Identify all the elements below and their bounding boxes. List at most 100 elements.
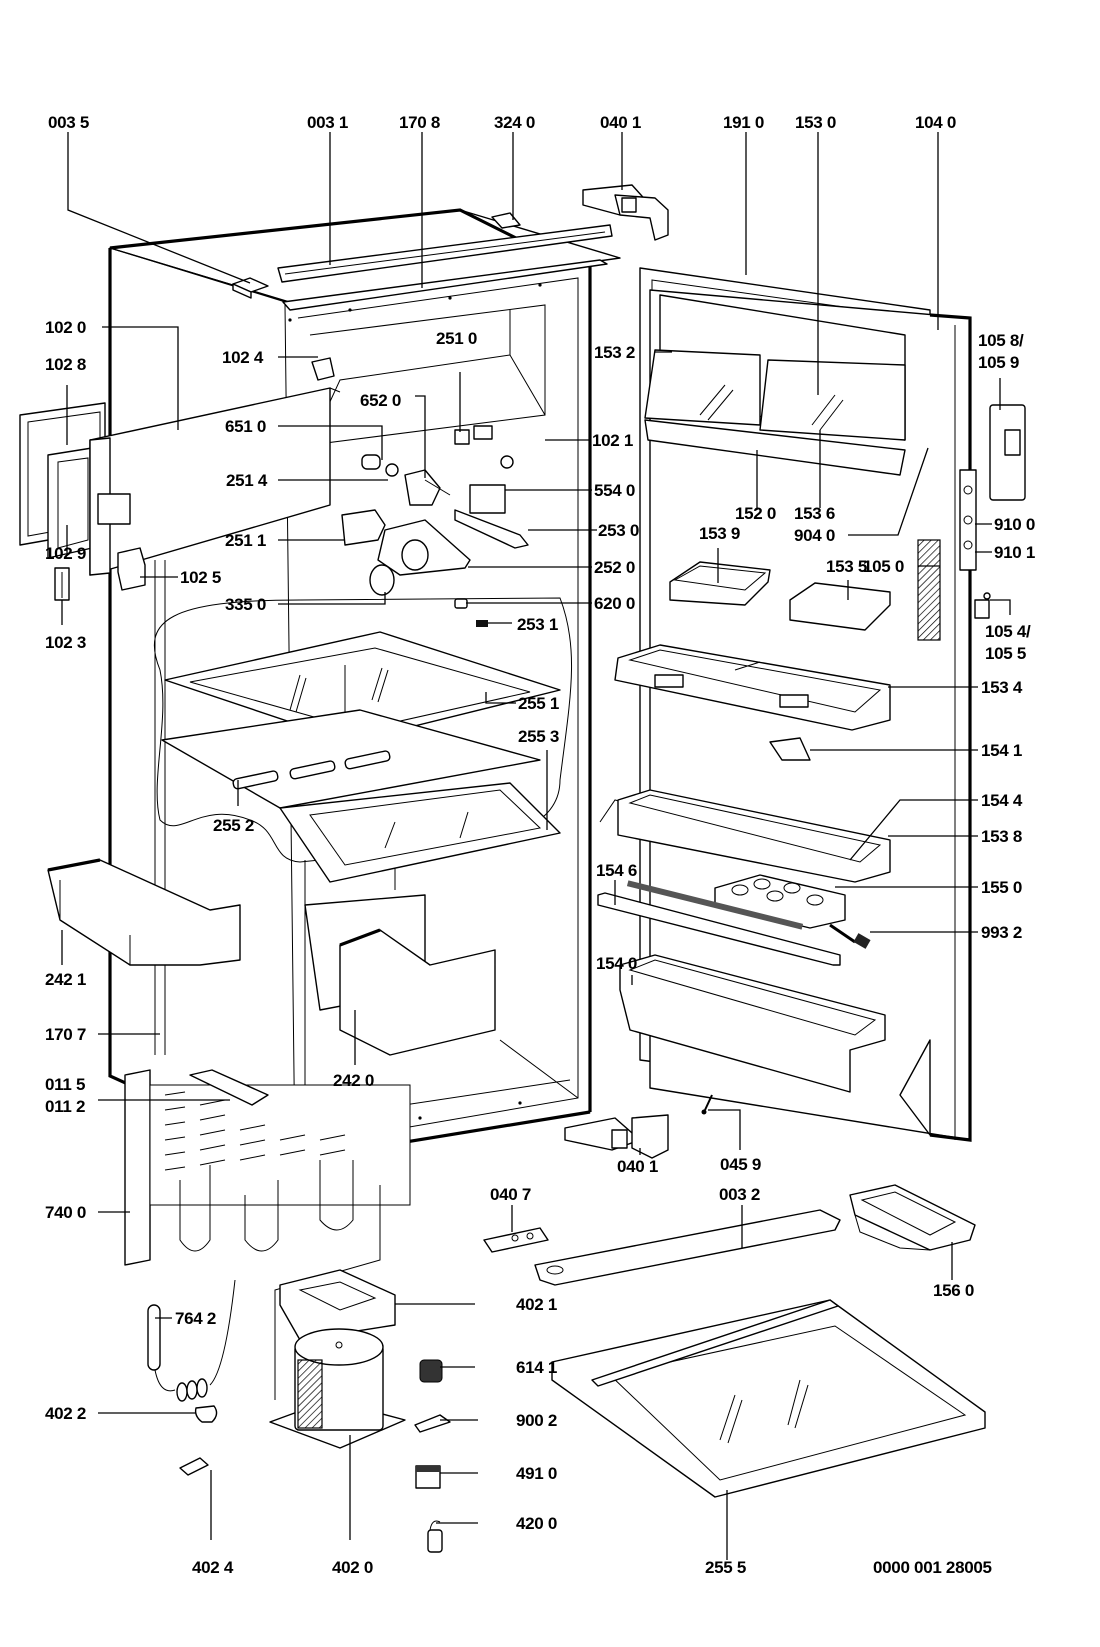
label-p1025: 102 5 [180, 568, 221, 587]
label-p1520: 152 0 [735, 504, 776, 523]
part-labels: 003 5 003 1 170 8 324 0 040 1 191 0 153 … [45, 113, 1035, 1577]
lamp [361, 454, 381, 470]
label-p0401t: 040 1 [600, 113, 641, 132]
label-p1023: 102 3 [45, 633, 86, 652]
label-p2421: 242 1 [45, 970, 86, 989]
label-p1020: 102 0 [45, 318, 86, 337]
leader-p3350 [278, 592, 386, 605]
bottom-strip [534, 1209, 841, 1286]
label-p4020: 402 0 [332, 1558, 373, 1577]
door-handle [917, 539, 941, 641]
top-bracket [232, 277, 269, 299]
label-p9101: 910 1 [994, 543, 1035, 562]
capacitor [427, 1520, 443, 1553]
relay [419, 1359, 443, 1383]
label-p3350: 335 0 [225, 595, 266, 614]
label-p4022: 402 2 [45, 1404, 86, 1423]
label-p1540: 154 0 [596, 954, 637, 973]
label-p1050: 105 0 [863, 557, 904, 576]
label-p1021: 102 1 [592, 431, 633, 450]
leader-p0459 [708, 1109, 741, 1150]
label-p2510: 251 0 [436, 329, 477, 348]
label-p2511: 251 1 [225, 531, 266, 550]
label-p9932: 993 2 [981, 923, 1022, 942]
corner-cap [117, 547, 146, 591]
control-knob-bar [454, 509, 529, 549]
leader-p1054 [990, 599, 1011, 615]
label-p2514: 251 4 [226, 471, 268, 490]
door-shelf-upper [644, 419, 906, 476]
clamp [414, 1414, 451, 1433]
label-p1539: 153 9 [699, 524, 740, 543]
leader-lines [61, 132, 1011, 1560]
label-p1535: 153 5 [826, 557, 867, 576]
label-p1054: 105 4/105 5 [985, 622, 1031, 663]
label-p1530: 153 0 [795, 113, 836, 132]
leader-p6510 [278, 425, 383, 460]
hinge-small [54, 567, 70, 601]
label-p2520: 252 0 [594, 558, 635, 577]
label-p1028: 102 8 [45, 355, 86, 374]
label-p1910: 191 0 [723, 113, 764, 132]
label-p1708: 170 8 [399, 113, 440, 132]
freezer-flap-inner [47, 447, 93, 559]
glass-shelf-bottom [551, 1299, 986, 1498]
button [476, 620, 488, 627]
label-p0401b: 040 1 [617, 1157, 658, 1176]
control-panel [377, 519, 471, 576]
lower-hinge [564, 1114, 669, 1159]
label-p0035: 003 5 [48, 113, 89, 132]
door-shelf-lower [617, 789, 891, 883]
leader-p9040 [848, 447, 929, 536]
label-p6141: 614 1 [516, 1358, 557, 1377]
hinge-bracket [974, 592, 991, 619]
clip [311, 357, 335, 381]
label-p2530: 253 0 [598, 521, 639, 540]
label-p1538: 153 8 [981, 827, 1022, 846]
light-cover [341, 509, 386, 546]
compressor-bracket [279, 1269, 396, 1341]
label-p9040: 904 0 [794, 526, 835, 545]
sensor [829, 923, 871, 949]
door-hinge-set [989, 404, 1026, 501]
crisper-left [47, 858, 241, 966]
label-p2552: 255 2 [213, 816, 254, 835]
label-p6200: 620 0 [594, 594, 635, 613]
dryer-filter [147, 1279, 236, 1402]
crisper-right [304, 894, 496, 1056]
dairy-compartment [644, 294, 906, 441]
label-p6510: 651 0 [225, 417, 266, 436]
clip-fork [179, 1457, 209, 1476]
leader-p2551 [485, 692, 516, 704]
bottle-shelf [619, 954, 886, 1093]
label-p3240: 324 0 [494, 113, 535, 132]
label-p4910: 491 0 [516, 1464, 557, 1483]
label-p2551: 255 1 [518, 694, 559, 713]
knob [369, 564, 395, 596]
label-p9002: 900 2 [516, 1411, 557, 1430]
label-p1536: 153 6 [794, 504, 835, 523]
egg-tray [714, 874, 846, 929]
label-p9100: 910 0 [994, 515, 1035, 534]
label-p1546: 154 6 [596, 861, 637, 880]
label-p2420: 242 0 [333, 1071, 374, 1090]
base-bracket [189, 1069, 269, 1106]
label-p2555: 255 5 [705, 1558, 746, 1577]
leader-p0035 [67, 132, 251, 284]
ice-tray [849, 1184, 976, 1251]
compressor [269, 1328, 406, 1449]
label-p0032: 003 2 [719, 1185, 760, 1204]
hinge-plate [483, 1227, 549, 1253]
rubber-foot [194, 1405, 218, 1423]
label-p0407: 040 7 [490, 1185, 531, 1204]
label-p6520: 652 0 [360, 391, 401, 410]
label-p1541: 154 1 [981, 741, 1022, 760]
leader-p1544 [849, 799, 978, 861]
screw [701, 1094, 713, 1115]
label-p4021: 402 1 [516, 1295, 557, 1314]
label-p1534: 153 4 [981, 678, 1023, 697]
drawing-number: 0000 001 28005 [873, 1558, 992, 1577]
label-p0459: 045 9 [720, 1155, 761, 1174]
label-p7642: 764 2 [175, 1309, 216, 1328]
